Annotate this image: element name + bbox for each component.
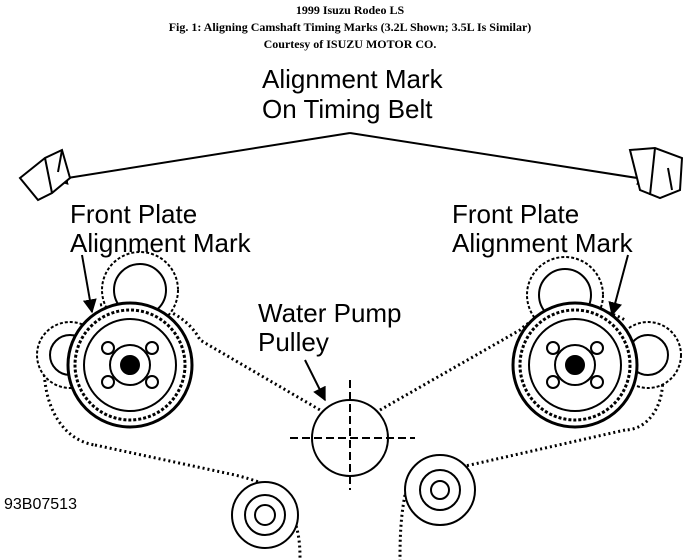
left-camshaft-sprocket — [36, 251, 194, 429]
left-plate-label-line2: Alignment Mark — [70, 228, 251, 258]
courtesy-line: Courtesy of ISUZU MOTOR CO. — [263, 37, 437, 51]
right-idler-pulley — [404, 454, 476, 526]
plate-mark-arrows — [81, 254, 629, 402]
water-pump-label-line2: Pulley — [258, 327, 329, 357]
timing-diagram: Alignment Mark On Timing Belt Front Plat… — [0, 55, 700, 560]
figure-caption: Fig. 1: Aligning Camshaft Timing Marks (… — [168, 20, 532, 34]
right-camshaft-sprocket — [511, 256, 682, 429]
left-belt-mark-icon — [18, 148, 72, 202]
left-idler-pulley — [231, 481, 299, 549]
right-plate-label-line1: Front Plate — [452, 199, 580, 229]
right-plate-label-line2: Alignment Mark — [452, 228, 633, 258]
right-belt-mark-icon — [628, 146, 684, 200]
water-pump-pulley — [290, 380, 415, 490]
timing-diagram-drawing — [18, 132, 684, 560]
belt-mark-label-line2: On Timing Belt — [262, 94, 433, 124]
belt-mark-label-line1: Alignment Mark — [262, 64, 443, 94]
vehicle-title: 1999 Isuzu Rodeo LS — [295, 3, 405, 17]
left-plate-label-line1: Front Plate — [70, 199, 198, 229]
water-pump-label-line1: Water Pump — [258, 298, 402, 328]
figure-header: 1999 Isuzu Rodeo LS Fig. 1: Aligning Cam… — [0, 0, 700, 55]
figure-code: 93B07513 — [4, 496, 77, 513]
belt-mark-arrows — [53, 132, 652, 185]
